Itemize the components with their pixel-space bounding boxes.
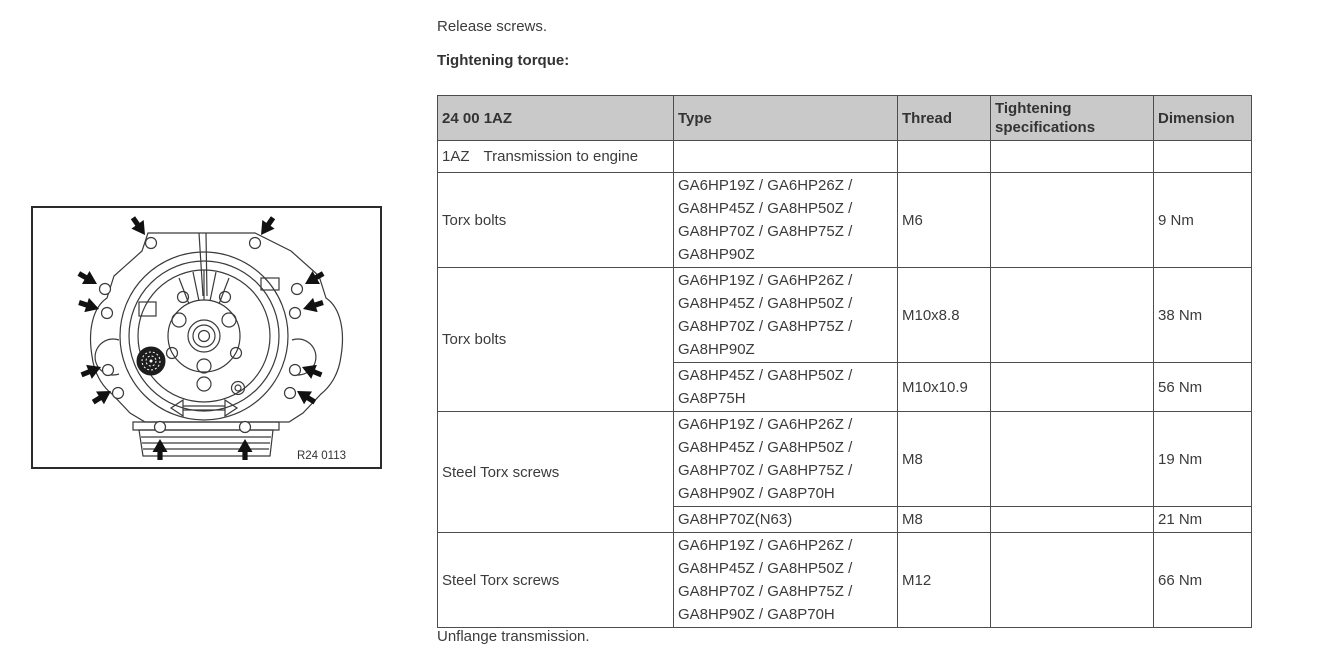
col-header-tightening-specifications: Tightening specifications xyxy=(990,95,1154,141)
unflange-transmission-text: Unflange transmission. xyxy=(437,628,590,645)
type-cell: GA8HP70Z(N63) xyxy=(673,506,898,533)
thread-cell: M10x8.8 xyxy=(897,267,991,363)
table-row: Torx bolts GA6HP19Z / GA6HP26Z / GA8HP45… xyxy=(437,267,1252,412)
empty-cell xyxy=(897,140,991,173)
table-row: Steel Torx screws GA6HP19Z / GA6HP26Z / … xyxy=(437,411,1252,533)
table-header-row: 24 00 1AZ Type Thread Tightening specifi… xyxy=(437,95,1252,141)
table-row: GA8HP70Z(N63) M8 21 Nm xyxy=(438,506,1252,533)
thread-cell: M12 xyxy=(897,532,991,628)
fastener-name-cell: Torx bolts xyxy=(437,267,674,412)
empty-cell xyxy=(990,140,1154,173)
fastener-name-cell: Steel Torx screws xyxy=(437,411,674,533)
type-cell: GA6HP19Z / GA6HP26Z / GA8HP45Z / GA8HP50… xyxy=(673,267,898,363)
dimension-cell: 38 Nm xyxy=(1153,267,1252,363)
col-header-thread: Thread xyxy=(897,95,991,141)
spec-cell xyxy=(990,506,1154,533)
bell-housing-outline xyxy=(89,232,344,457)
spec-cell xyxy=(990,172,1154,268)
group-code: 1AZ xyxy=(442,148,470,165)
group-label-cell: 1AZ Transmission to engine xyxy=(437,140,674,173)
thread-cell: M10x10.9 xyxy=(897,362,991,412)
diagram-caption: R24 0113 xyxy=(297,450,346,462)
dimension-cell: 19 Nm xyxy=(1153,411,1252,507)
dimension-cell: 9 Nm xyxy=(1153,172,1252,268)
fastener-name-cell: Steel Torx screws xyxy=(437,532,674,628)
thread-cell: M8 xyxy=(897,411,991,507)
tightening-torque-table: 24 00 1AZ Type Thread Tightening specifi… xyxy=(437,95,1252,628)
table-row: Torx bolts GA6HP19Z / GA6HP26Z / GA8HP45… xyxy=(437,172,1252,268)
fastener-name-cell: Torx bolts xyxy=(437,172,674,268)
tightening-torque-title: Tightening torque: xyxy=(437,52,570,69)
table-row: GA8HP45Z / GA8HP50Z / GA8P75H M10x10.9 5… xyxy=(438,362,1252,412)
connector-plug xyxy=(136,346,166,376)
dimension-cell: 21 Nm xyxy=(1153,506,1252,533)
thread-cell: M6 xyxy=(897,172,991,268)
spec-cell xyxy=(990,411,1154,507)
job-code-link[interactable]: 24 00 1AZ xyxy=(437,95,674,141)
spec-cell xyxy=(990,532,1154,628)
empty-cell xyxy=(673,140,898,173)
table-row: 1AZ Transmission to engine xyxy=(437,140,1252,173)
dimension-cell: 66 Nm xyxy=(1153,532,1252,628)
type-cell: GA6HP19Z / GA6HP26Z / GA8HP45Z / GA8HP50… xyxy=(673,532,898,628)
transmission-diagram: R24 0113 xyxy=(31,206,382,469)
dimension-cell: 56 Nm xyxy=(1153,362,1252,412)
type-cell: GA6HP19Z / GA6HP26Z / GA8HP45Z / GA8HP50… xyxy=(673,172,898,268)
spec-cell xyxy=(990,267,1154,363)
table-row: Steel Torx screws GA6HP19Z / GA6HP26Z / … xyxy=(437,532,1252,628)
type-cell: GA6HP19Z / GA6HP26Z / GA8HP45Z / GA8HP50… xyxy=(673,411,898,507)
col-header-type: Type xyxy=(673,95,898,141)
col-header-dimension: Dimension xyxy=(1153,95,1252,141)
spec-cell xyxy=(990,362,1154,412)
group-text: Transmission to engine xyxy=(483,148,639,165)
empty-cell xyxy=(1153,140,1252,173)
type-cell: GA8HP45Z / GA8HP50Z / GA8P75H xyxy=(673,362,898,412)
thread-cell: M8 xyxy=(897,506,991,533)
release-screws-text: Release screws. xyxy=(437,18,548,35)
transmission-drawing: R24 0113 xyxy=(75,213,346,462)
